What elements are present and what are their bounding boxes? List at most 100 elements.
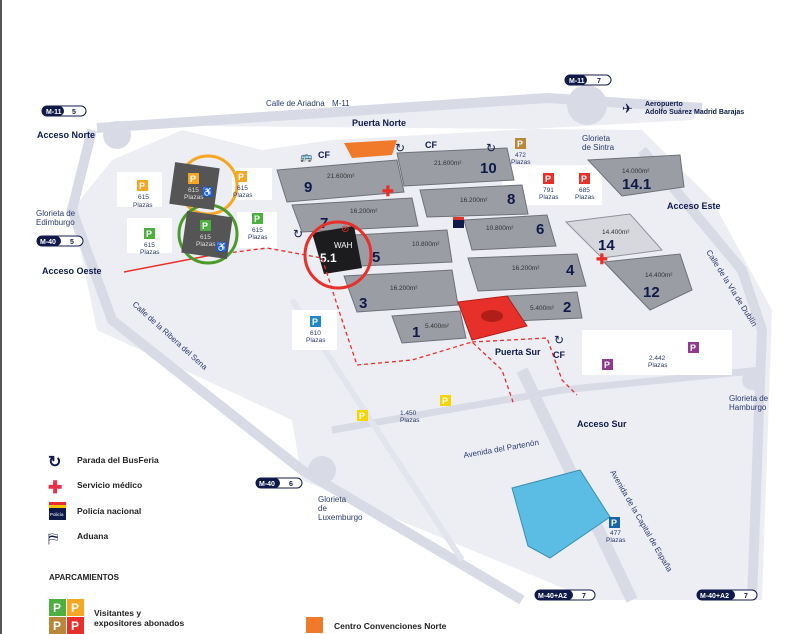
parking-unit: Plazas xyxy=(248,234,268,241)
parking-unit: Plazas xyxy=(233,192,253,199)
legend-label: Servicio médico xyxy=(77,480,142,490)
legend: ↻ Parada del BusFeria ✚ Servicio médico … xyxy=(48,454,447,634)
cf-label: CF xyxy=(318,150,330,160)
hall-area: 21.600m² xyxy=(434,160,462,167)
svg-text:M-11: M-11 xyxy=(569,78,585,85)
svg-text:P: P xyxy=(71,601,79,615)
svg-text:6: 6 xyxy=(289,481,293,488)
hall-number: 5.1 xyxy=(320,251,337,265)
hall-area: 16.200m² xyxy=(512,265,540,272)
street-label: Calle de Ariadna xyxy=(266,99,325,108)
hall-number: 5 xyxy=(372,249,380,266)
svg-text:M-40: M-40 xyxy=(259,481,275,488)
street-label: M-11 xyxy=(332,99,350,108)
roundabout-label: Glorieta xyxy=(582,134,611,143)
parking-unit: Plazas xyxy=(184,194,204,201)
hall-area: 14.000m² xyxy=(622,168,650,175)
parking-icon: P xyxy=(202,221,208,231)
gate-label: Puerta Sur xyxy=(495,347,541,357)
parking-spaces: 685 xyxy=(579,187,590,194)
parking-spaces: 615 xyxy=(200,234,211,241)
parking-icon: P xyxy=(611,518,617,528)
roundabout-label: Hamburgo xyxy=(729,403,767,412)
hall-number: 4 xyxy=(566,262,575,279)
blue-building xyxy=(511,469,611,559)
hall-4[interactable]: 16.200m² 4 xyxy=(467,253,587,292)
convention-swatch xyxy=(306,617,323,633)
police-icon xyxy=(453,219,464,228)
busferia-icon: ↻ xyxy=(48,454,61,471)
convention-center-norte[interactable] xyxy=(344,140,397,158)
hall-area: 10.800m² xyxy=(412,241,440,248)
cf-label: CF xyxy=(553,350,565,360)
parking-unit: Plazas xyxy=(196,241,216,248)
svg-text:7: 7 xyxy=(582,593,586,600)
airport-label: Adolfo Suárez Madrid Barajas xyxy=(645,109,744,116)
accessible-icon: ♿ xyxy=(216,241,227,252)
busferia-icon: ↻ xyxy=(395,141,405,155)
hall-area: 14.400m² xyxy=(602,229,630,236)
parking-icon: P xyxy=(190,174,196,184)
access-label: Acceso Este xyxy=(667,201,721,211)
convention-center-sur[interactable] xyxy=(457,295,528,341)
cf-label: CF xyxy=(425,140,437,150)
access-label: Acceso Oeste xyxy=(42,266,102,276)
hall-area: 16.200m² xyxy=(460,197,488,204)
parking-icon: P xyxy=(312,317,318,327)
access-label: Acceso Sur xyxy=(577,419,627,429)
parking-spaces: 615 xyxy=(138,194,149,201)
roundabout-label: Glorieta de xyxy=(36,209,76,218)
road-badge: M-40 6 xyxy=(255,477,303,489)
parking-icon: P xyxy=(442,396,448,406)
hall-number: 6 xyxy=(536,221,544,238)
red-highlight-circle xyxy=(303,220,373,290)
hall-area: 14.400m² xyxy=(645,272,673,279)
parking-icon: P xyxy=(254,214,260,224)
hall-area: 16.200m² xyxy=(350,208,378,215)
parking-unit: Plazas xyxy=(539,194,559,201)
hall-area: 5.400m² xyxy=(530,305,555,312)
legend-label: Aduana xyxy=(77,531,108,541)
parking-icon: P xyxy=(517,139,523,149)
accessible-icon: ♿ xyxy=(202,186,213,197)
svg-text:M-40: M-40 xyxy=(40,239,56,246)
parking-icon: P xyxy=(146,229,152,239)
legend-label: Visitantes y xyxy=(94,608,141,618)
hall-5[interactable]: 10.800m² 5 xyxy=(353,229,453,267)
parking-spaces: 477 xyxy=(610,530,621,537)
access-label: Acceso Norte xyxy=(37,130,95,140)
hall-number: 1 xyxy=(412,324,420,341)
parking-unit: Plazas xyxy=(306,337,326,344)
legend-label: Centro Convenciones Norte xyxy=(334,621,447,631)
